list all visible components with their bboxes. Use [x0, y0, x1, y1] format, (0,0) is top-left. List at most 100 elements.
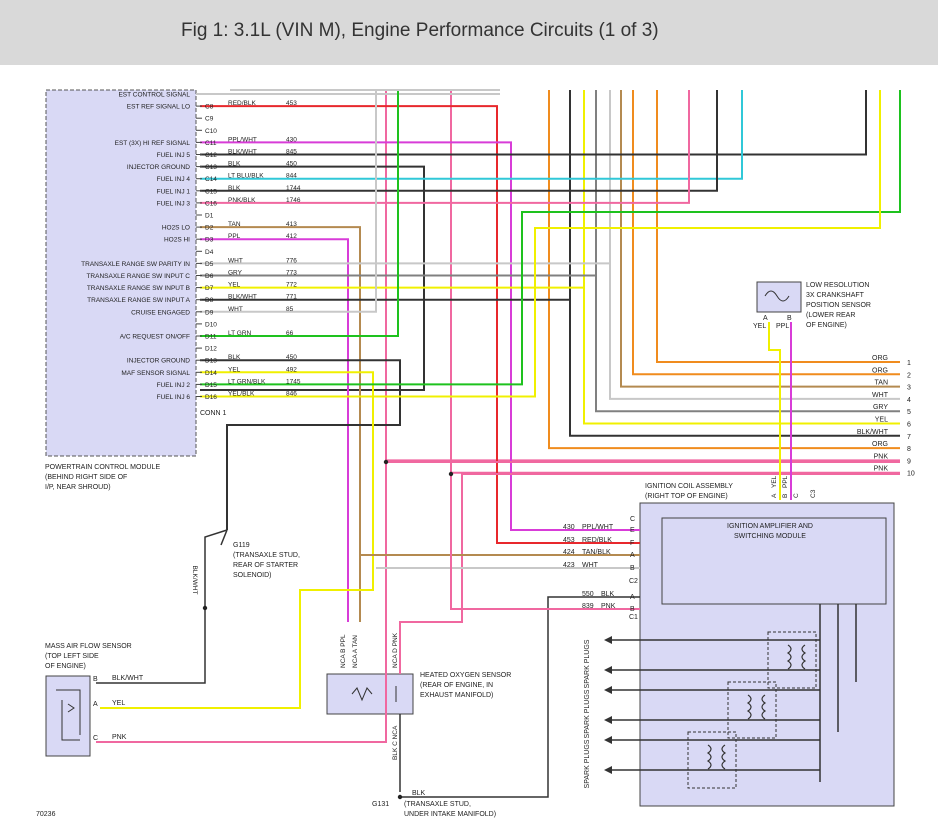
- pcm-label: POWERTRAIN CONTROL MODULE: [45, 464, 160, 471]
- pcm-label: I/P, NEAR SHROUD): [45, 484, 111, 491]
- pcm-pin-number: D2: [205, 225, 214, 232]
- output-number: 6: [907, 422, 911, 429]
- maf-label: (TOP LEFT SIDE: [45, 653, 99, 660]
- coil-top-pin: C: [793, 493, 800, 498]
- pcm-circuit-number: 846: [286, 391, 297, 398]
- pcm-function-label: INJECTOR GROUND: [127, 358, 190, 365]
- coil-top-pin: C3: [810, 489, 817, 498]
- c2-label: C2: [629, 578, 638, 585]
- pcm-wire-color: BLK/WHT: [228, 149, 257, 156]
- wire-g119-blk-wht: [96, 529, 228, 684]
- c2-wire-color: RED/BLK: [582, 537, 612, 544]
- pcm-pin-number: D13: [205, 358, 217, 365]
- c2-top-pin: C: [630, 516, 635, 523]
- pcm-function-label: FUEL INJ 1: [157, 188, 191, 195]
- pcm-function-label: MAF SENSOR SIGNAL: [121, 370, 190, 377]
- wiring-diagram: POWERTRAIN CONTROL MODULE (BEHIND RIGHT S…: [36, 89, 915, 818]
- pcm-function-label: FUEL INJ 2: [157, 382, 191, 389]
- pcm-wire-color: BLK: [228, 185, 241, 192]
- pcm-wire-color: YEL: [228, 282, 241, 289]
- maf-pin: C: [93, 735, 98, 742]
- pcm-circuit-number: 772: [286, 282, 297, 289]
- crank-sensor-label: 3X CRANKSHAFT: [806, 292, 865, 299]
- pcm-wire-color: PNK/BLK: [228, 197, 256, 204]
- pcm-pin-number: C10: [205, 128, 217, 135]
- output-color-label: PNK: [874, 453, 889, 460]
- spark-plug-arrow: [604, 666, 612, 674]
- output-wire-8: [548, 90, 900, 450]
- pcm-wire-color: BLK/WHT: [228, 294, 257, 301]
- pcm-circuit-number: 1746: [286, 197, 301, 204]
- page-title: Fig 1: 3.1L (VIN M), Engine Performance …: [181, 20, 659, 41]
- pcm-conn-label: CONN 1: [200, 410, 227, 417]
- pcm-wire-color: PPL: [228, 233, 241, 240]
- wire-ac-request: [200, 90, 399, 337]
- amplifier-label: SWITCHING MODULE: [734, 533, 806, 540]
- pcm-label: (BEHIND RIGHT SIDE OF: [45, 474, 127, 481]
- wire-injector-ground: [200, 165, 425, 391]
- ground-g131-id: G131: [372, 801, 389, 808]
- coil-winding: [746, 694, 752, 720]
- pcm-function-label: HO2S HI: [164, 237, 190, 244]
- output-color-label: BLK/WHT: [857, 429, 889, 436]
- wire-g131: [400, 596, 640, 798]
- maf-wire-color: BLK/WHT: [112, 675, 144, 682]
- c1-wire-color: BLK: [601, 591, 615, 598]
- coil-pack: [767, 631, 817, 689]
- output-color-label: ORG: [872, 441, 888, 448]
- c2-circuit: 423: [563, 562, 575, 569]
- pcm-function-label: TRANSAXLE RANGE SW PARITY IN: [81, 261, 190, 268]
- coil-pack: [727, 681, 777, 739]
- pcm-function-label: EST REF SIGNAL LO: [127, 104, 190, 111]
- output-color-label: WHT: [872, 392, 889, 399]
- output-number: 8: [907, 446, 911, 453]
- ho2s-box: [326, 673, 414, 715]
- coil-top-wire: YEL: [771, 475, 778, 488]
- ground-g119-label: SOLENOID): [233, 572, 272, 579]
- coil-top-pin: B: [782, 494, 789, 498]
- maf-label: MASS AIR FLOW SENSOR: [45, 643, 132, 650]
- coil-winding: [761, 694, 767, 720]
- ground-g131-label: UNDER INTAKE MANIFOLD): [404, 811, 496, 818]
- pcm-pin-number: D11: [205, 334, 217, 341]
- pcm-circuit-number: 492: [286, 366, 297, 373]
- c2-circuit: 424: [563, 549, 575, 556]
- crank-sensor-label: (LOWER REAR: [806, 312, 855, 319]
- pcm-pin-number: D16: [205, 394, 217, 401]
- pcm-pin-number: D1: [205, 213, 214, 220]
- c1-pin: A: [630, 594, 635, 601]
- wire-est-hi-ref: [200, 141, 640, 531]
- pcm-pin-number: C16: [205, 200, 217, 207]
- ho2s-label: (REAR OF ENGINE, IN: [420, 682, 493, 689]
- coil-winding: [721, 744, 727, 770]
- ho2s-label: EXHAUST MANIFOLD): [420, 692, 493, 699]
- maf-pin: A: [93, 701, 98, 708]
- output-color-label: GRY: [873, 404, 888, 411]
- wire-injector-ground-2: [200, 359, 401, 530]
- output-wire-5: [595, 90, 900, 413]
- pcm-wire-color: BLK: [228, 161, 241, 168]
- pcm-pin-number: D4: [205, 249, 214, 256]
- header-bar: [0, 0, 938, 65]
- output-color-label: ORG: [872, 367, 888, 374]
- coil-winding: [706, 744, 712, 770]
- c2-pin: B: [630, 565, 635, 572]
- pcm-pin-number: C13: [205, 164, 217, 171]
- pcm-circuit-number: 430: [286, 136, 297, 143]
- crank-pin-b: B: [787, 315, 792, 322]
- output-number: 7: [907, 434, 911, 441]
- pcm-pin-number: D6: [205, 273, 214, 280]
- ho2s-label: HEATED OXYGEN SENSOR: [420, 672, 511, 679]
- wire-ho2s-pnk: [399, 473, 900, 674]
- pcm-circuit-number: 1745: [286, 378, 301, 385]
- pcm-circuit-number: 773: [286, 270, 297, 277]
- pcm-circuit-number: 844: [286, 173, 297, 180]
- ground-g119-wire: BLK/WHT: [191, 566, 198, 595]
- spark-plug-arrow: [604, 736, 612, 744]
- pcm-pin-number: C14: [205, 176, 217, 183]
- output-color-label: ORG: [872, 355, 888, 362]
- ground-g131-wire: BLK: [412, 790, 426, 797]
- wire-fuel-inj-4: [200, 90, 743, 180]
- pcm-circuit-number: 771: [286, 294, 297, 301]
- coil-top-pin: A: [771, 493, 778, 498]
